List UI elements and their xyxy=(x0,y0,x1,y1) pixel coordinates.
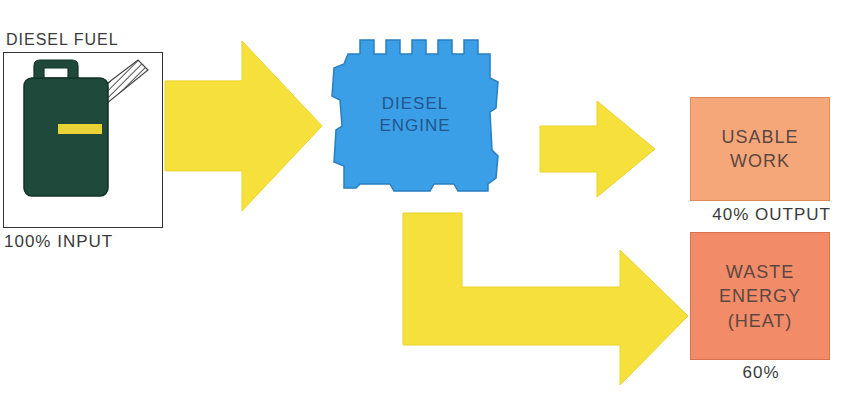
engine-outline xyxy=(330,38,500,193)
box-label: DIESEL ENGINE xyxy=(367,93,463,139)
output-box: USABLE WORK40% OUTPUT xyxy=(690,97,830,201)
fuel-box: DIESEL FUEL100% INPUT xyxy=(3,52,163,228)
box-label: WASTE ENERGY (HEAT) xyxy=(708,260,812,333)
percent-label: 60% xyxy=(742,363,779,383)
percent-label: 100% INPUT xyxy=(4,232,113,252)
box-label: USABLE WORK xyxy=(708,125,812,174)
can-stripe xyxy=(58,124,102,134)
can-body xyxy=(24,78,108,196)
box-heading: DIESEL FUEL xyxy=(6,31,119,49)
engine-shape: DIESEL ENGINE xyxy=(330,38,500,193)
can-handle xyxy=(34,60,78,78)
engine-body xyxy=(332,40,498,191)
flow-arrow xyxy=(540,101,655,197)
flow-arrow xyxy=(165,41,322,211)
jerrycan xyxy=(24,60,148,196)
flow-arrow xyxy=(403,213,688,385)
waste-box: WASTE ENERGY (HEAT)60% xyxy=(690,232,830,360)
percent-label: 40% OUTPUT xyxy=(712,205,831,225)
